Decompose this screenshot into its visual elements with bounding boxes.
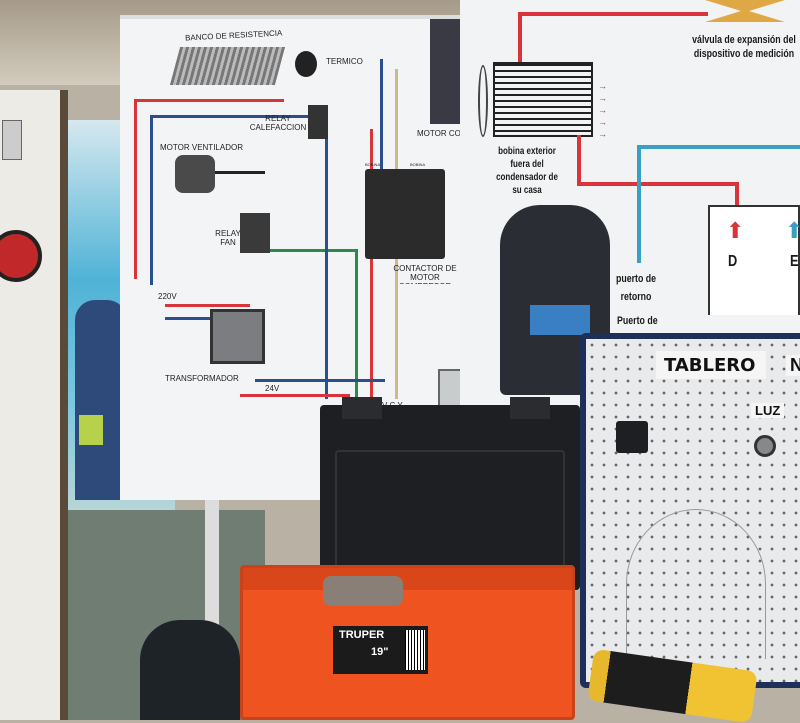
label-relay-fan: RELAY FAN: [215, 229, 241, 247]
thermal-switch-image: [295, 51, 317, 77]
light-socket: [754, 435, 776, 457]
pegboard-title: TABLERO: [664, 355, 756, 376]
label-24v: 24V: [265, 384, 280, 393]
label-puerto-de: Puerto de: [617, 315, 658, 327]
pegboard-title-tag: [656, 351, 766, 379]
letter-e: E: [790, 253, 799, 270]
condenser-coil-image: [493, 62, 593, 137]
label-valvula: válvula de expansión del dispositivo de …: [692, 34, 796, 60]
label-220v: 220V: [158, 292, 177, 301]
panel-module: [2, 120, 22, 160]
dark-chair: [140, 620, 240, 720]
trainer-panel-left: [0, 90, 68, 720]
lid-latch: [342, 397, 382, 419]
pegboard-title-2: N: [786, 355, 800, 376]
label-motor-compresor: MOTOR CO: [417, 129, 461, 138]
lid-latch: [510, 397, 550, 419]
pegboard-panel: TABLERO N LUZ: [580, 333, 800, 688]
fan-motor-shaft: [215, 171, 265, 174]
relay-module: [616, 421, 648, 453]
panel-logo: [0, 230, 42, 282]
compressor-image: [430, 19, 465, 124]
letter-d: D: [728, 253, 738, 270]
wiring-bundle: [626, 509, 766, 659]
arrow-up-blue-icon: ⬆: [785, 218, 800, 243]
barcode: [405, 630, 425, 670]
person: [75, 300, 127, 500]
tools-inside: [323, 576, 403, 606]
label-puerto-retorno: puerto de retorno: [615, 273, 657, 303]
transformer-image: [210, 309, 265, 364]
pegboard-luz-label: LUZ: [751, 403, 785, 418]
label-contactor: CONTACTOR DE MOTOR COMPRESOR: [393, 264, 457, 284]
label-banco: BANCO DE RESISTENCIA: [184, 28, 283, 43]
expansion-valve-image: [705, 0, 785, 22]
label-bobina-exterior: bobina exterior fuera del condensador de…: [496, 146, 558, 196]
compressor-label-sticker: [530, 305, 590, 335]
poster-stand: [205, 500, 219, 630]
label-termico: TERMICO: [326, 57, 363, 66]
label-bobina-2: BOBINA: [410, 162, 426, 167]
label-motor-ventilador: MOTOR VENTILADOR: [160, 143, 243, 152]
resistance-bank-image: [169, 47, 286, 85]
wiring-diagram-poster: BANCO DE RESISTENCIA TERMICO RELAY CALEF…: [120, 15, 465, 500]
fan-icon: [478, 65, 488, 137]
label-relay-calefaccion: RELAY CALEFACCION: [249, 114, 307, 132]
reversing-valve-diagram: [708, 205, 800, 315]
truper-brand: TRUPER: [339, 629, 385, 641]
relay-fan-image: [240, 213, 270, 253]
toolbox-size: 19": [371, 646, 389, 658]
arrow-up-red-icon: ⬆: [726, 218, 745, 243]
fan-motor-image: [175, 155, 215, 193]
label-bobina-1: BOBINA: [365, 162, 381, 167]
orange-toolbox: TRUPER 19": [240, 565, 575, 720]
toolbox-rim: [243, 568, 572, 590]
label-transformador: TRANSFORMADOR: [165, 374, 239, 383]
airflow-arrows-icon: →→→→→: [598, 81, 607, 139]
lid-compartment: [335, 450, 565, 570]
reflective-stripe: [79, 415, 103, 445]
toolbox-lid: [320, 397, 580, 590]
truper-label: TRUPER 19": [333, 626, 428, 674]
contactor-image: [365, 169, 445, 259]
relay-heating-image: [308, 105, 328, 139]
